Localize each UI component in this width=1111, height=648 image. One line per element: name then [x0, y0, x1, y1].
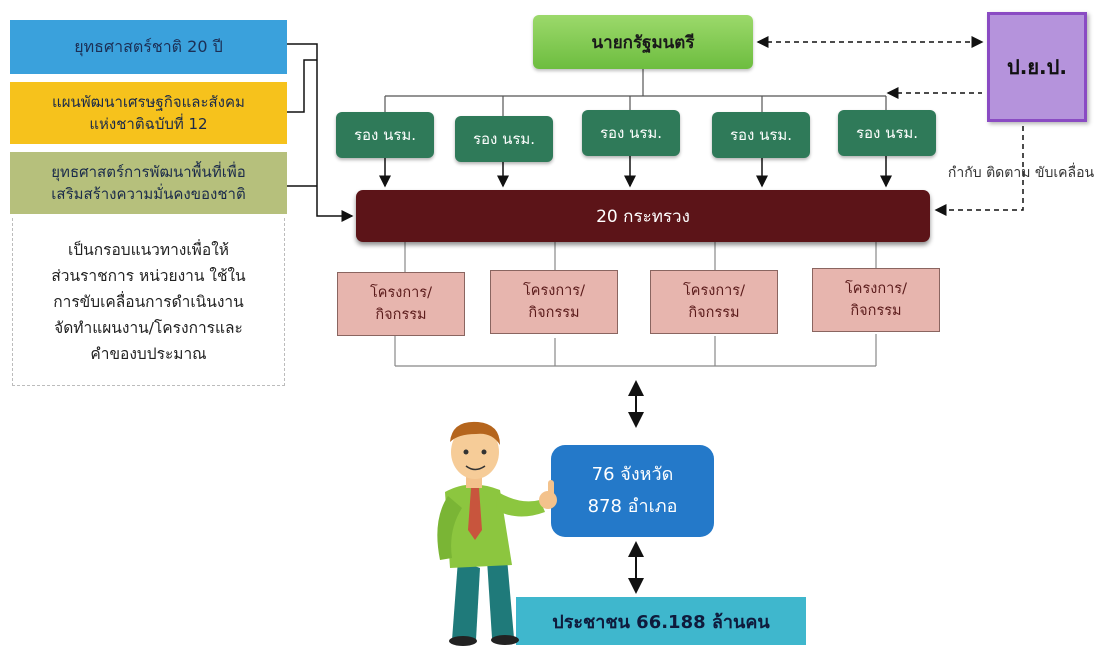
- development-plan-box: แผนพัฒนาเศรษฐกิจและสังคม แห่งชาติฉบับที่…: [10, 82, 287, 144]
- prime-minister-box: นายกรัฐมนตรี: [533, 15, 753, 69]
- project-box: โครงการ/ กิจกรรม: [490, 270, 618, 334]
- pyp-box: ป.ย.ป.: [987, 12, 1087, 122]
- project-box: โครงการ/ กิจกรรม: [337, 272, 465, 336]
- deputy-pm-box: รอง นรม.: [582, 110, 680, 156]
- supervise-label: กำกับ ติดตาม ขับเคลื่อน: [947, 165, 1095, 181]
- framework-description: เป็นกรอบแนวทางเพื่อให้ ส่วนราชการ หน่วยง…: [12, 218, 285, 386]
- deputy-pm-box: รอง นรม.: [838, 110, 936, 156]
- area-strategy-box: ยุทธศาสตร์การพัฒนาพื้นที่เพื่อ เสริมสร้า…: [10, 152, 287, 214]
- deputy-pm-box: รอง นรม.: [336, 112, 434, 158]
- population-box: ประชาชน 66.188 ล้านคน: [516, 597, 806, 645]
- ministries-box: 20 กระทรวง: [356, 190, 930, 242]
- deputy-pm-box: รอง นรม.: [712, 112, 810, 158]
- project-box: โครงการ/ กิจกรรม: [650, 270, 778, 334]
- deputy-pm-box: รอง นรม.: [455, 116, 553, 162]
- project-box: โครงการ/ กิจกรรม: [812, 268, 940, 332]
- province-district-box: 76 จังหวัด 878 อำเภอ: [551, 445, 714, 537]
- strategy-20-years-box: ยุทธศาสตร์ชาติ 20 ปี: [10, 20, 287, 74]
